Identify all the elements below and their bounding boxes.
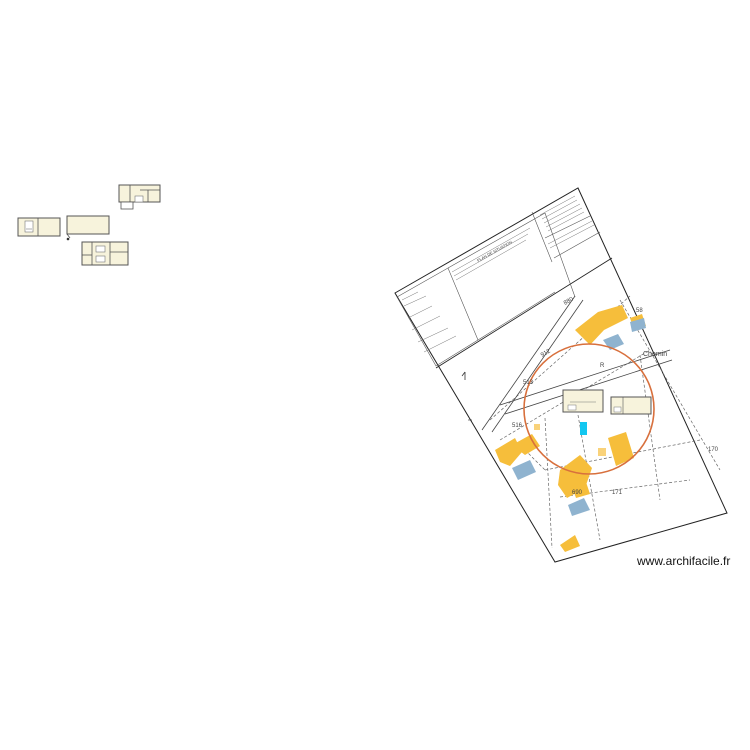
building-annex — [534, 424, 540, 430]
building — [512, 434, 540, 455]
building — [572, 482, 590, 498]
watermark-text: www.archifacile.fr — [637, 554, 731, 568]
building — [575, 305, 628, 345]
radius-circle — [523, 343, 655, 475]
parcel-label: 690 — [572, 490, 583, 496]
parcel-label: 170 — [708, 447, 719, 453]
parcel-label: 516 — [512, 423, 523, 429]
basin — [603, 334, 624, 350]
basin — [568, 498, 590, 516]
floor-plan-thumbnail-4[interactable] — [81, 241, 129, 266]
title-block-divider — [435, 257, 613, 369]
parcel-label: 58 — [636, 308, 643, 314]
sheet-border — [394, 187, 728, 563]
project-annex[interactable] — [610, 396, 652, 415]
parcel-label: 513 — [523, 380, 534, 386]
road — [481, 295, 673, 433]
project-house[interactable] — [562, 389, 604, 413]
water-areas — [512, 318, 646, 516]
building-annex — [598, 448, 606, 456]
parcel-label: 912 — [540, 348, 552, 359]
building — [560, 535, 580, 552]
plan-sheet[interactable]: PLAN DE SITUATION — [394, 187, 728, 563]
road-label: Chemin — [643, 351, 667, 358]
floor-plan-thumbnail-3[interactable] — [66, 215, 110, 241]
parcel-label: 171 — [612, 490, 623, 496]
floor-plan-thumbnail-2[interactable] — [17, 217, 61, 237]
pool[interactable] — [580, 422, 587, 435]
floor-plan-thumbnail-1[interactable] — [118, 184, 161, 210]
parcel-label: R — [600, 363, 605, 369]
basin — [630, 318, 646, 332]
basin — [512, 460, 536, 480]
building — [608, 432, 634, 466]
parcel-number-labels: 880 Chemin 912 513 516 R 170 171 690 58 — [512, 296, 719, 496]
parcel-label: 880 — [563, 296, 575, 307]
